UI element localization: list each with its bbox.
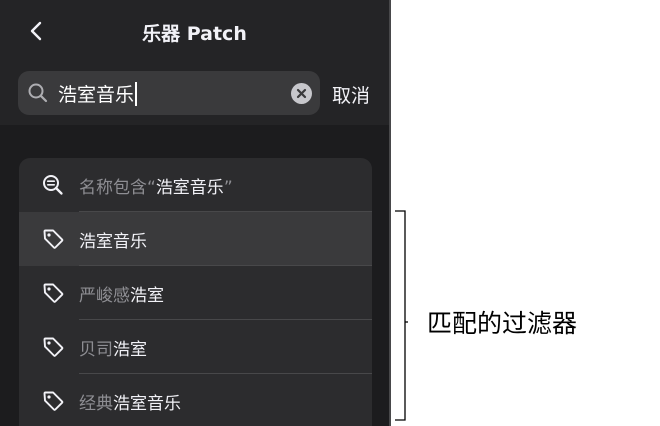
suggestion-label: 名称包含“浩室音乐” [79, 178, 233, 198]
suggestion-tag[interactable]: 贝司浩室 [19, 320, 372, 374]
suggestion-label: 贝司浩室 [79, 340, 147, 360]
back-button[interactable] [24, 17, 52, 45]
patch-browser-panel: 乐器 Patch 浩室音乐 取消 名称包含“浩室音 [0, 0, 390, 426]
top-bar: 乐器 Patch 浩室音乐 取消 [0, 0, 389, 125]
panel-border [389, 0, 391, 426]
row-divider [79, 211, 372, 212]
chevron-left-icon [30, 21, 42, 41]
suggestion-tag[interactable]: 经典浩室音乐 [19, 374, 372, 426]
suggestion-label: 严峻感浩室 [79, 286, 164, 306]
callout-bracket [395, 210, 408, 421]
search-input[interactable]: 浩室音乐 [58, 80, 138, 107]
page-title: 乐器 Patch [142, 23, 247, 45]
suggestion-tag[interactable]: 浩室音乐 [19, 212, 372, 266]
callout-label: 匹配的过滤器 [427, 309, 578, 338]
search-field[interactable]: 浩室音乐 [18, 71, 320, 115]
clear-x-icon [296, 88, 307, 99]
text-cursor [135, 82, 138, 106]
suggestion-label: 浩室音乐 [79, 232, 147, 252]
filter-suggestions-list: 名称包含“浩室音乐” 浩室音乐 严峻感浩室 贝司浩室 [19, 158, 372, 426]
suggestion-tag[interactable]: 严峻感浩室 [19, 266, 372, 320]
suggestion-label: 经典浩室音乐 [79, 394, 181, 414]
search-input-value: 浩室音乐 [58, 84, 135, 106]
tag-icon [43, 229, 64, 249]
cancel-button[interactable]: 取消 [332, 85, 371, 107]
tag-icon [43, 283, 64, 303]
tag-icon [43, 391, 64, 411]
search-text-icon [43, 175, 63, 195]
tag-icon [43, 337, 64, 357]
row-divider [79, 319, 372, 320]
row-divider [79, 265, 372, 266]
row-divider [79, 373, 372, 374]
clear-search-button[interactable] [291, 83, 312, 104]
suggestion-name-contains[interactable]: 名称包含“浩室音乐” [19, 158, 372, 212]
search-icon [28, 83, 48, 103]
